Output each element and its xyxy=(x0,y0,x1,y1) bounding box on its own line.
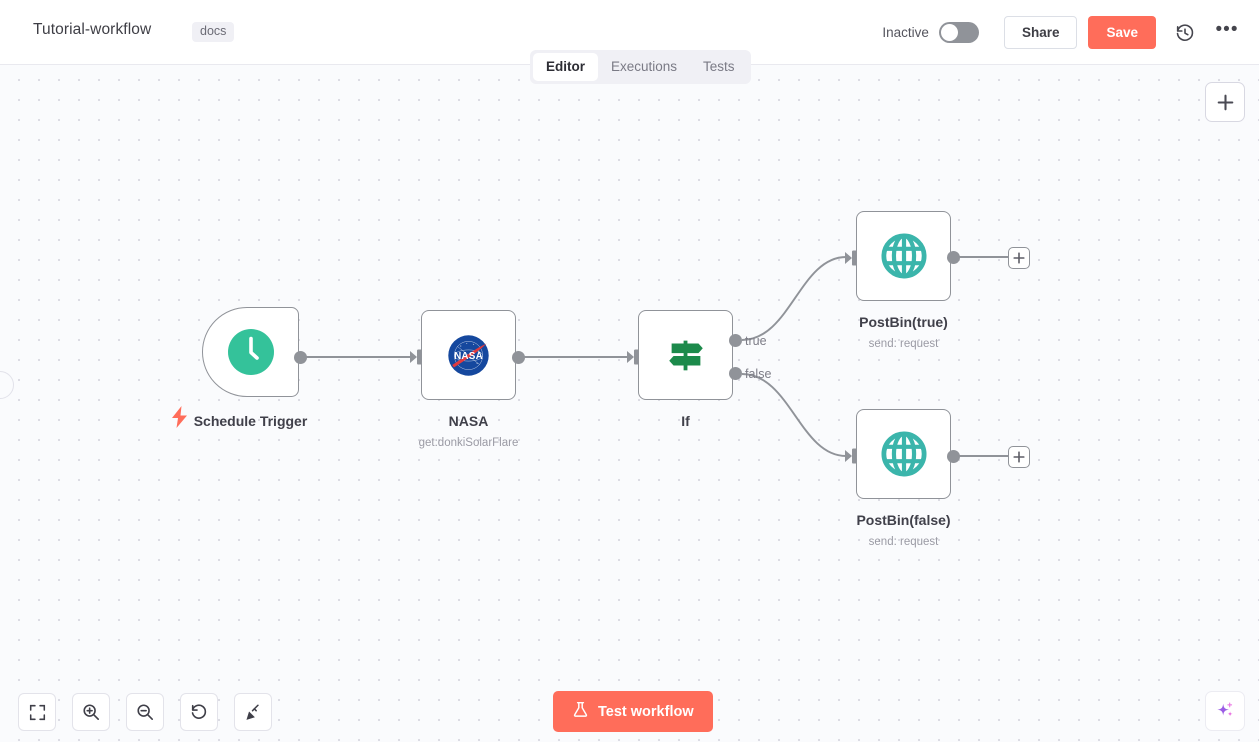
connection-wires xyxy=(306,256,1008,457)
flask-icon xyxy=(572,701,589,722)
node-schedule-trigger[interactable] xyxy=(202,307,299,397)
ellipsis-icon[interactable]: ••• xyxy=(1215,18,1239,40)
workflow-title[interactable]: Tutorial-workflow xyxy=(33,21,152,38)
output-port-postbin-false[interactable] xyxy=(947,450,960,463)
signpost-icon xyxy=(668,340,703,371)
output-port-nasa[interactable] xyxy=(512,351,525,364)
zoom-out-button[interactable] xyxy=(126,693,164,731)
output-port-postbin-true[interactable] xyxy=(947,251,960,264)
history-clock-icon[interactable] xyxy=(1171,19,1199,47)
input-port-postbin-false[interactable] xyxy=(845,447,861,470)
node-nasa[interactable]: NASA xyxy=(421,310,516,400)
undo-arrow-icon xyxy=(191,704,207,719)
node-subtitle-postbin-false: send: request xyxy=(868,536,939,548)
node-postbin-true[interactable] xyxy=(856,211,951,301)
node-postbin-false[interactable] xyxy=(856,409,951,499)
node-label-postbin-true: PostBin(true) xyxy=(859,314,948,330)
node-label-postbin-false: PostBin(false) xyxy=(856,512,951,528)
activation-status-label: Inactive xyxy=(882,25,929,40)
add-node-after-postbin-false[interactable] xyxy=(1008,446,1030,468)
reset-zoom-button[interactable] xyxy=(180,693,218,731)
test-workflow-label: Test workflow xyxy=(598,703,694,720)
svg-text:NASA: NASA xyxy=(454,350,483,361)
output-port-if-true[interactable] xyxy=(729,334,742,347)
workflow-canvas[interactable]: Schedule Trigger NASA xyxy=(0,65,1259,742)
add-node-button[interactable] xyxy=(1205,82,1245,122)
input-port-nasa[interactable] xyxy=(410,348,426,371)
broom-icon xyxy=(246,704,259,720)
header-actions: Inactive Share Save ••• xyxy=(882,0,1241,65)
nasa-logo-icon: NASA xyxy=(448,334,489,376)
globe-icon xyxy=(880,233,927,279)
node-label-nasa: NASA xyxy=(448,413,489,429)
globe-icon xyxy=(880,431,927,477)
node-label-if: If xyxy=(681,413,690,429)
test-workflow-button[interactable]: Test workflow xyxy=(553,691,713,732)
ai-sparkle-icon xyxy=(1217,702,1233,717)
input-port-postbin-true[interactable] xyxy=(845,249,861,272)
fit-to-view-button[interactable] xyxy=(18,693,56,731)
port-label-false: false xyxy=(745,367,772,381)
output-port-if-false[interactable] xyxy=(729,367,742,380)
lightning-bolt-icon xyxy=(171,406,188,433)
save-button[interactable]: Save xyxy=(1088,16,1156,49)
tab-executions[interactable]: Executions xyxy=(611,59,678,74)
node-subtitle-nasa: get:donkiSolarFlare xyxy=(418,437,519,449)
clock-icon xyxy=(227,329,274,375)
node-if[interactable] xyxy=(638,310,733,400)
zoom-out-icon xyxy=(137,704,154,721)
zoom-in-button[interactable] xyxy=(72,693,110,731)
tidy-up-button[interactable] xyxy=(234,693,272,731)
node-subtitle-postbin-true: send: request xyxy=(868,338,939,350)
share-button[interactable]: Share xyxy=(1003,16,1078,49)
tab-editor[interactable]: Editor xyxy=(533,53,598,81)
add-node-after-postbin-true[interactable] xyxy=(1008,247,1030,269)
output-port-schedule-trigger[interactable] xyxy=(294,351,307,364)
tab-tests[interactable]: Tests xyxy=(703,59,735,74)
editor-tabs: Editor Executions Tests xyxy=(530,50,751,84)
fit-screen-icon xyxy=(29,704,45,720)
zoom-in-icon xyxy=(83,704,100,721)
workflow-tag-docs[interactable]: docs xyxy=(192,22,235,42)
input-port-if[interactable] xyxy=(627,348,643,371)
port-label-true: true xyxy=(745,334,767,348)
ai-assistant-button[interactable] xyxy=(1205,691,1245,731)
activation-toggle[interactable] xyxy=(938,22,979,43)
node-label-schedule-trigger: Schedule Trigger xyxy=(193,413,308,429)
toggle-knob xyxy=(940,24,958,41)
